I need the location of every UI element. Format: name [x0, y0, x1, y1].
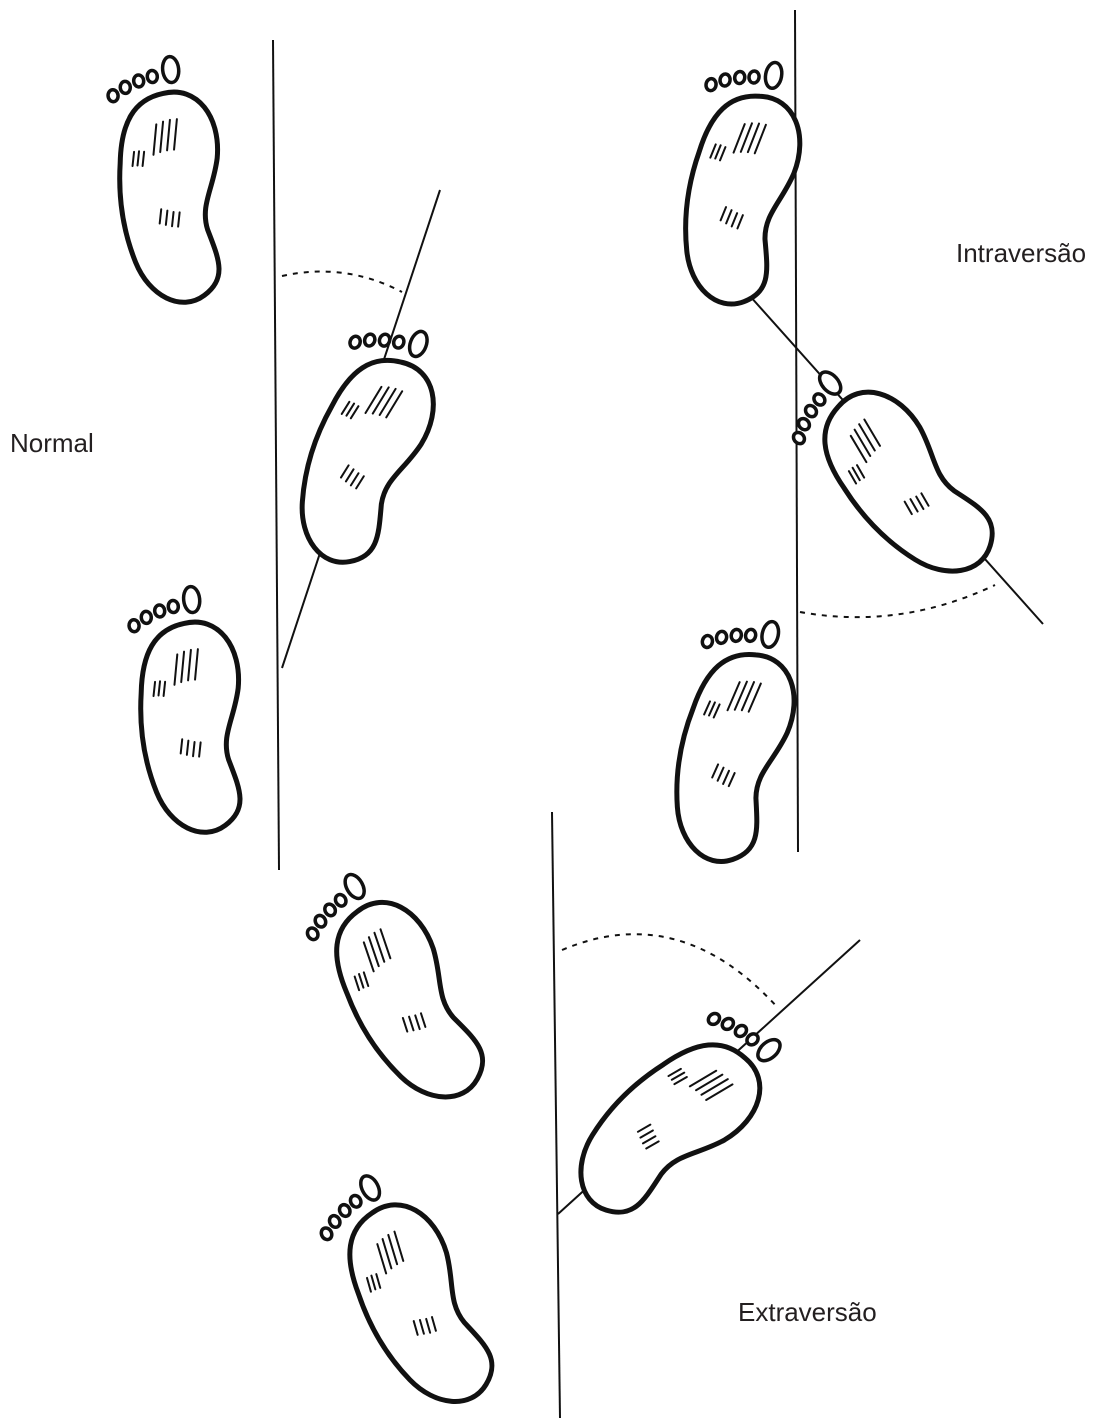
normal-footprint-3 — [126, 583, 255, 839]
normal-footprint-4 — [292, 856, 505, 1121]
intraversion-footprint-2 — [773, 347, 1015, 599]
intraversion-footprint-3 — [658, 608, 811, 870]
extraversion-gait-line — [552, 812, 560, 1418]
normal-label: Normal — [10, 428, 94, 459]
normal-gait-line — [273, 40, 279, 870]
extraversion-label: Extraversão — [738, 1297, 877, 1328]
intraversion-label: Intraversão — [956, 238, 1086, 269]
extraversion-footprint — [552, 993, 804, 1235]
normal-angle-arc — [282, 272, 402, 292]
normal-footprint-2 — [278, 309, 460, 576]
intraversion-footprint-1 — [669, 51, 814, 311]
normal-footprint-5 — [307, 1158, 514, 1418]
normal-footprint-1 — [105, 53, 234, 309]
intraversion-angle-arc — [800, 585, 995, 617]
extraversion-angle-arc — [562, 934, 778, 1008]
